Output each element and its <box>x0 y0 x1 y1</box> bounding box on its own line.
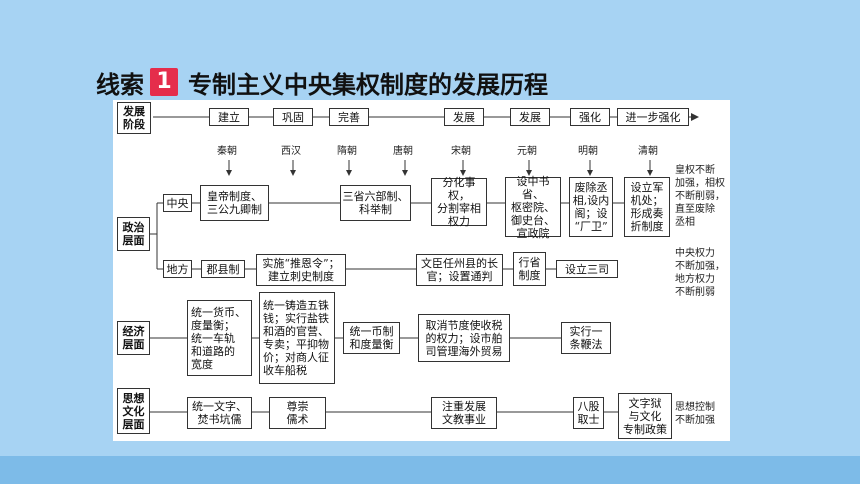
clue-number-badge: 1 <box>150 68 178 96</box>
bottom-band <box>0 456 860 484</box>
stage-box-7: 进一步强化 <box>617 108 689 126</box>
economy-box-ming: 实行一 条鞭法 <box>561 322 611 354</box>
dynasty-label-yuan: 元朝 <box>517 146 537 157</box>
central-box-song: 分化事权， 分割宰相 权力 <box>431 176 487 228</box>
culture-trend-note: 思想控制 不断加强 <box>675 402 715 426</box>
central-box-qing: 设立军 机处； 形成奏 折制度 <box>624 177 670 237</box>
dynasty-label-qing: 清朝 <box>638 146 658 157</box>
economy-box-qin: 统一货币、 度量衡； 统一车轨 和道路的 宽度 <box>187 300 252 376</box>
local-box-ming: 设立三司 <box>556 260 618 278</box>
local-box-han: 实施“推恩令”； 建立刺史制度 <box>256 254 346 286</box>
dynasty-label-tang: 唐朝 <box>393 146 413 157</box>
local-box-yuan: 行省 制度 <box>513 252 546 286</box>
stage-box-6: 强化 <box>570 108 610 126</box>
dynasty-label-sui: 隋朝 <box>337 146 357 157</box>
stage-box-5: 发展 <box>510 108 550 126</box>
dynasty-label-ming: 明朝 <box>578 146 598 157</box>
central-trend-note: 皇权不断 加强，相权 不断削弱， 直至废除 丞相 <box>675 165 725 228</box>
economy-box-song: 取消节度使收税 的权力；设市舶 司管理海外贸易 <box>418 314 510 362</box>
central-label: 中央 <box>163 194 192 212</box>
culture-box-ming: 八股 取士 <box>573 397 604 429</box>
local-trend-note: 中央权力 不断加强， 地方权力 不断削弱 <box>675 248 725 298</box>
economy-box-sui: 统一币制 和度量衡 <box>343 322 400 354</box>
culture-box-qing: 文字狱 与文化 专制政策 <box>618 393 672 439</box>
diagram-panel: 发展 阶段 建立 巩固 完善 发展 发展 强化 进一步强化 秦朝 西汉 隋朝 唐… <box>113 100 730 441</box>
economy-box-han: 统一铸造五铢 钱；实行盐铁 和酒的官营、 专卖；平抑物 价；对商人征 收车船税 <box>259 292 335 384</box>
stage-box-1: 建立 <box>209 108 249 126</box>
slide-title: 线索 1 专制主义中央集权制度的发展历程 <box>96 64 548 100</box>
local-box-qin: 郡县制 <box>201 260 245 278</box>
stage-header-label: 发展 阶段 <box>117 102 151 134</box>
local-box-song: 文臣任州县的长 官；设置通判 <box>416 254 503 286</box>
title-text: 专制主义中央集权制度的发展历程 <box>188 70 548 99</box>
stage-box-4: 发展 <box>444 108 484 126</box>
politics-label: 政治 层面 <box>117 217 150 251</box>
title-prefix: 线索 <box>96 70 144 99</box>
local-label: 地方 <box>163 260 192 278</box>
dynasty-label-qin: 秦朝 <box>217 146 237 157</box>
central-box-ming: 废除丞 相,设内 阁；设 “厂卫” <box>569 177 613 237</box>
dynasty-label-xihan: 西汉 <box>281 146 301 157</box>
culture-label: 思想 文化 层面 <box>117 388 150 434</box>
central-box-yuan: 设中书省、 枢密院、 御史台、 宣政院 <box>505 175 561 240</box>
dynasty-label-song: 宋朝 <box>451 146 471 157</box>
stage-box-3: 完善 <box>329 108 369 126</box>
culture-box-qin: 统一文字、 焚书坑儒 <box>187 397 252 429</box>
central-box-qin: 皇帝制度、 三公九卿制 <box>200 185 269 221</box>
culture-box-song: 注重发展 文教事业 <box>431 397 497 429</box>
culture-box-han: 尊崇 儒术 <box>269 397 326 429</box>
central-box-sui-tang: 三省六部制、 科举制 <box>340 185 411 221</box>
stage-box-2: 巩固 <box>273 108 313 126</box>
economy-label: 经济 层面 <box>117 321 150 355</box>
